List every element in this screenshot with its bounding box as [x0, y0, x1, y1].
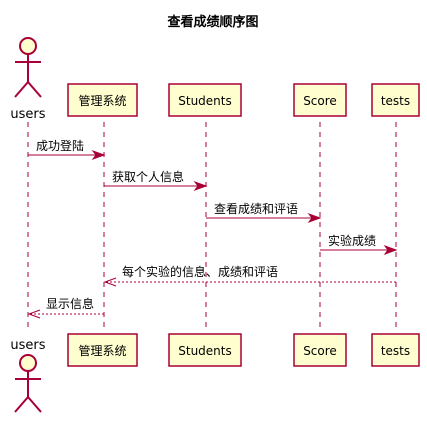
- arrow-head: [383, 244, 398, 256]
- actor-right-leg: [27, 396, 42, 413]
- participant-label: Students: [178, 94, 232, 108]
- participant-label: Score: [303, 94, 337, 108]
- participant-tests-bottom: tests: [371, 333, 420, 367]
- message-1: 成功登陆: [28, 138, 106, 161]
- participant-box: [371, 333, 420, 367]
- message-label: 成功登陆: [36, 138, 84, 153]
- message-6: 显示信息: [27, 296, 104, 319]
- actor-head: [19, 354, 37, 372]
- actor-users-bottom: users: [10, 338, 46, 413]
- participant-label: Students: [178, 344, 232, 358]
- message-5: 每个实验的信息、成绩和评语: [103, 264, 396, 287]
- participant-label: 管理系统: [78, 93, 126, 108]
- participant-box: [371, 83, 420, 117]
- arrow-head: [91, 149, 106, 161]
- arrow-head: [193, 180, 208, 192]
- actor-users-label: users: [10, 107, 45, 122]
- arrow-head: [307, 212, 322, 224]
- message-3: 查看成绩和评语: [206, 202, 322, 224]
- message-label: 显示信息: [46, 296, 94, 311]
- message-2: 获取个人信息: [104, 169, 208, 192]
- participant-students-bottom: Students: [168, 333, 242, 367]
- message-label: 查看成绩和评语: [214, 202, 298, 216]
- message-label: 每个实验的信息、成绩和评语: [122, 264, 278, 279]
- participant-label: Score: [303, 344, 337, 358]
- participant-system-top: 管理系统: [67, 83, 138, 117]
- participant-label: tests: [381, 94, 410, 108]
- participant-label: tests: [381, 344, 410, 358]
- participant-system-bottom: 管理系统: [67, 333, 138, 367]
- actor-users-label: users: [10, 338, 45, 353]
- participant-box: [293, 83, 347, 117]
- message-4: 实验成绩: [320, 233, 398, 256]
- message-label: 获取个人信息: [112, 169, 184, 184]
- participant-box: [293, 333, 347, 367]
- participant-students-top: Students: [168, 83, 242, 117]
- participant-score-bottom: Score: [293, 333, 347, 367]
- participant-box: [67, 83, 138, 117]
- diagram-title: 查看成绩顺序图: [166, 14, 258, 30]
- actor-head: [19, 37, 37, 55]
- participant-box: [168, 83, 242, 117]
- participant-tests-top: tests: [371, 83, 420, 117]
- arrow-head: [27, 309, 41, 319]
- actor-right-leg: [27, 81, 42, 98]
- actor-left-leg: [14, 81, 29, 98]
- participant-box: [67, 333, 138, 367]
- actor-users-top: users: [10, 37, 46, 122]
- arrow-head: [103, 277, 117, 287]
- participant-label: 管理系统: [78, 343, 126, 358]
- actor-left-leg: [14, 396, 29, 413]
- message-label: 实验成绩: [328, 233, 376, 248]
- participant-box: [168, 333, 242, 367]
- participant-score-top: Score: [293, 83, 347, 117]
